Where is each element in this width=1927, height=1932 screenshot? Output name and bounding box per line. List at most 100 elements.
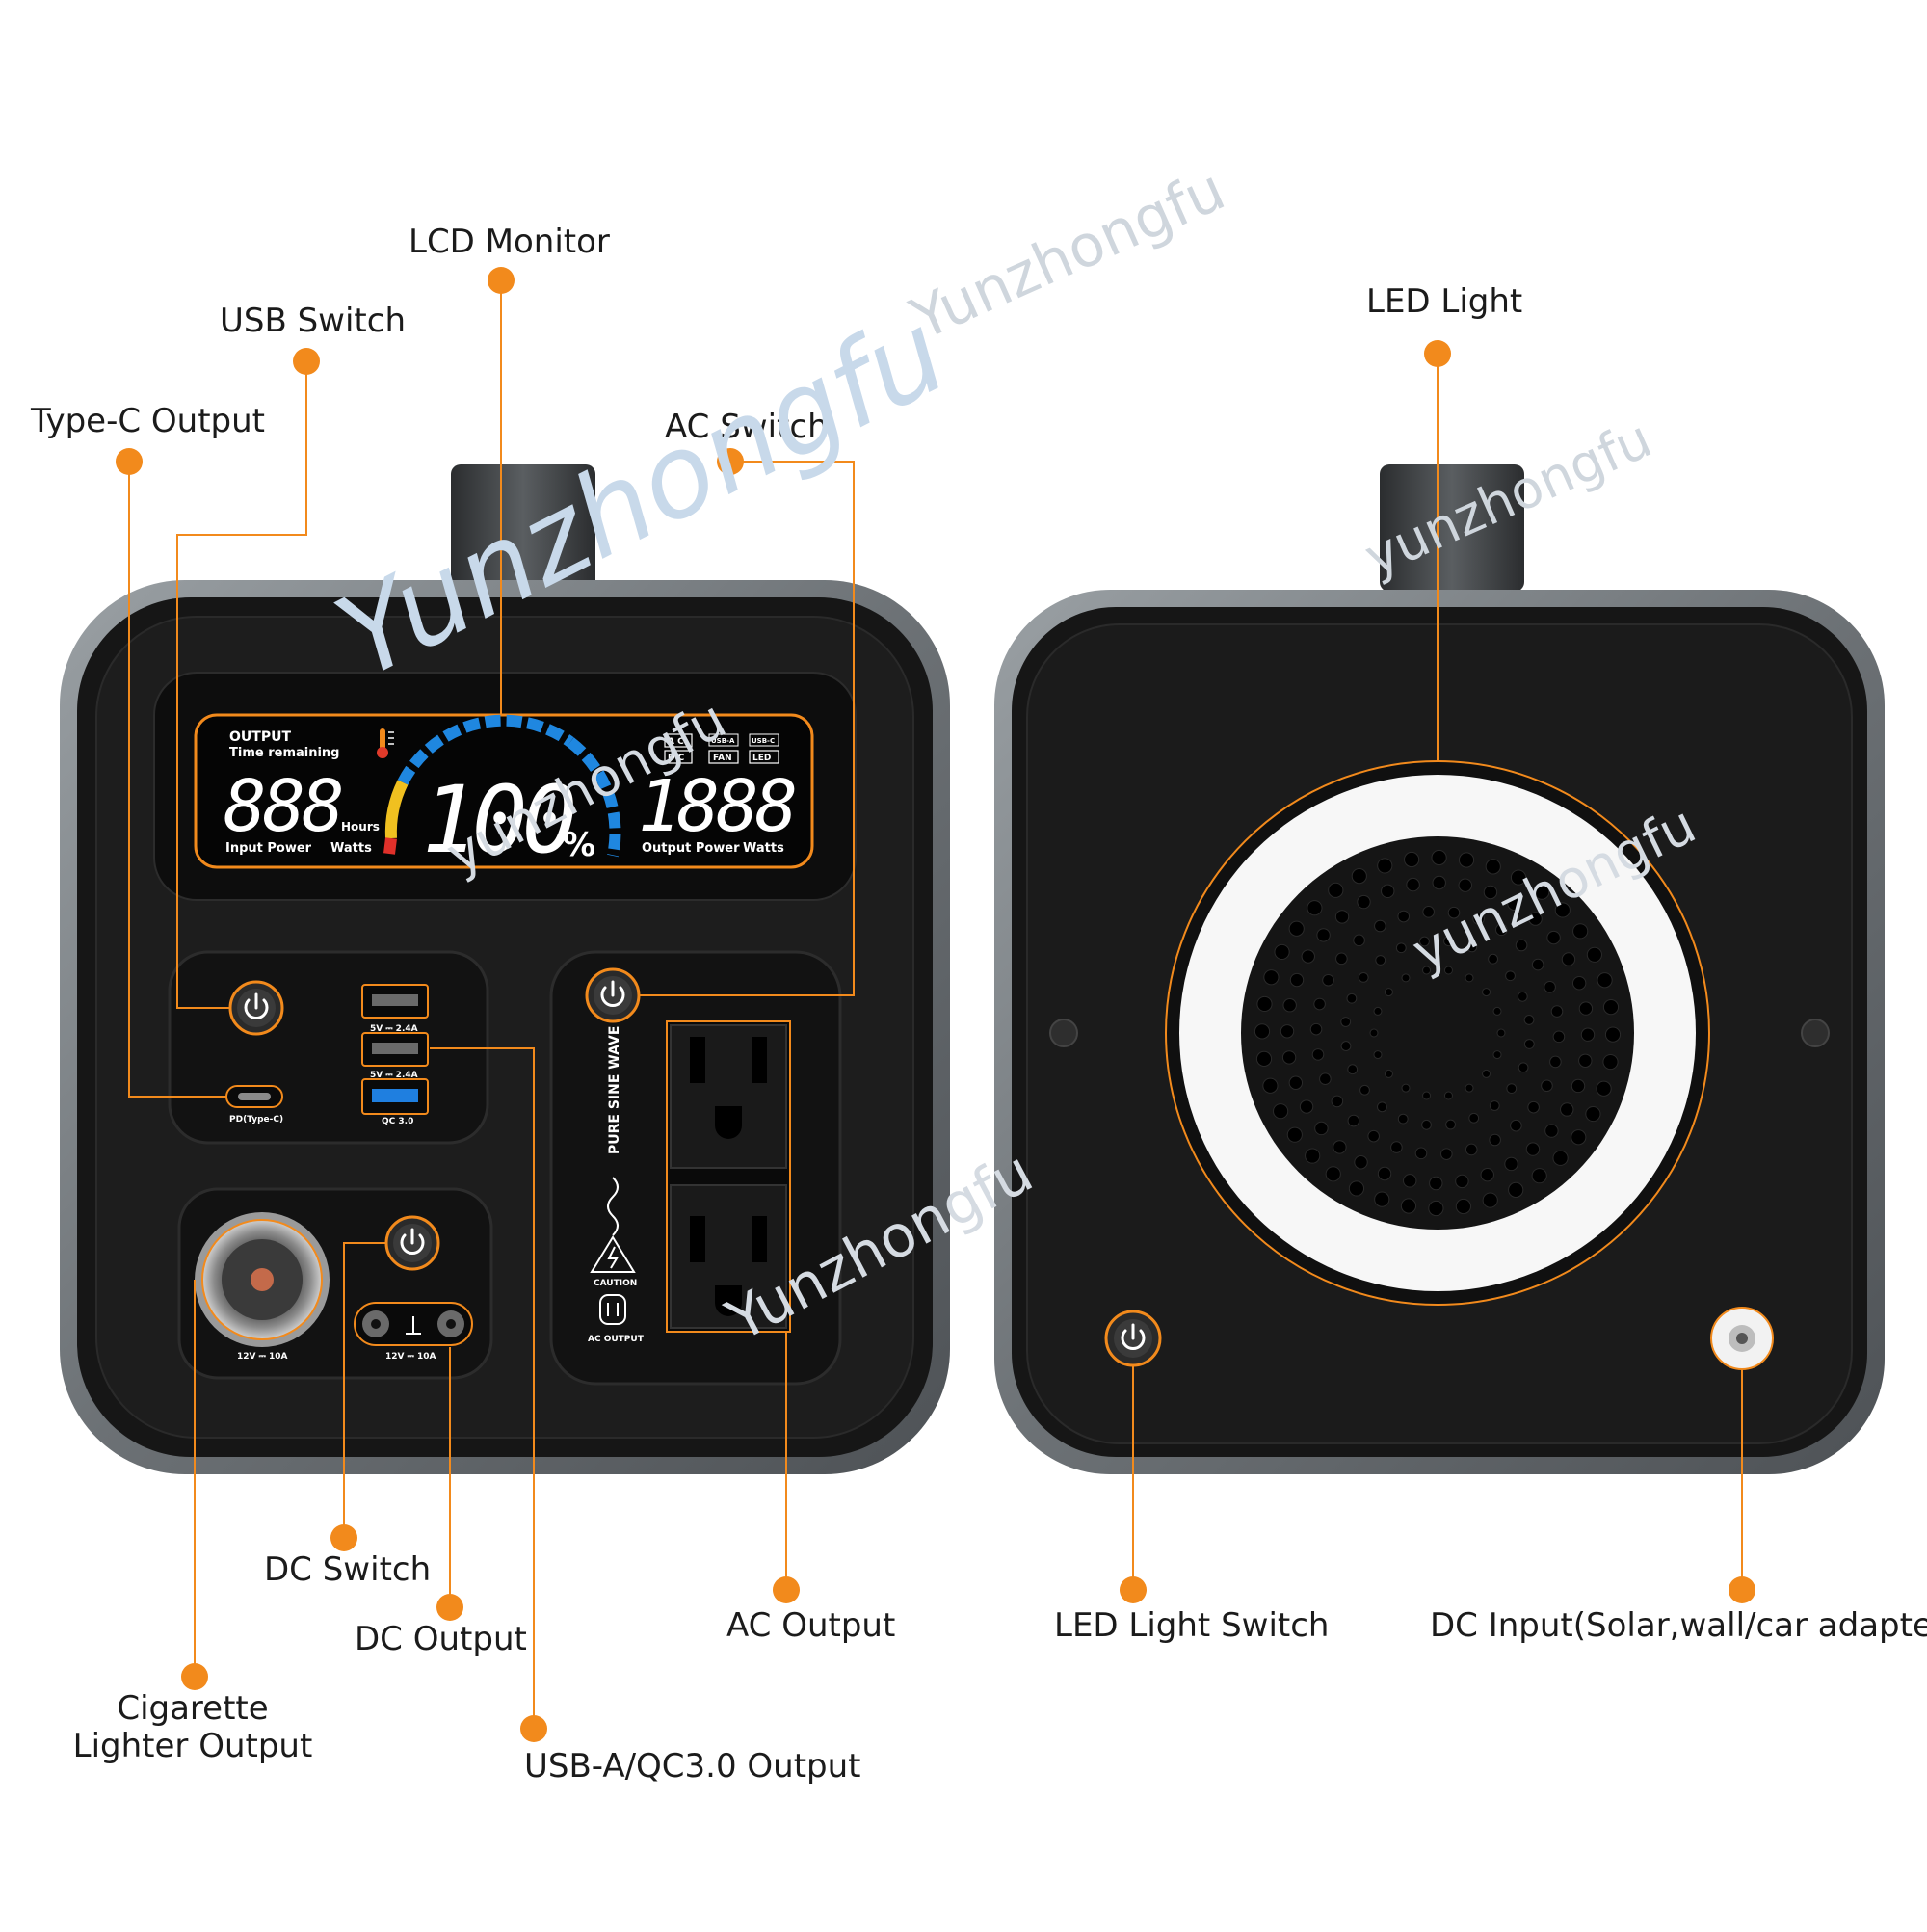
line-dc-switch <box>343 1242 385 1538</box>
vent-hole <box>1544 1124 1559 1138</box>
vent-hole <box>1492 1006 1502 1016</box>
vent-hole <box>1354 1155 1368 1170</box>
qc3-port[interactable] <box>361 1078 429 1115</box>
lcd-right-digits: 1888 <box>638 765 795 848</box>
vent-hole <box>1334 910 1350 924</box>
vent-hole <box>1560 1102 1574 1117</box>
vent-hole <box>1311 1048 1325 1061</box>
lcd-hours-label: Hours <box>341 820 380 834</box>
vent-hole <box>1263 969 1280 986</box>
vent-hole <box>1480 1167 1494 1182</box>
vent-hole <box>1331 1095 1344 1108</box>
vent-hole <box>1504 1156 1518 1172</box>
lcd-output-power-label: Output Power <box>642 841 740 856</box>
dc-switch-button[interactable] <box>384 1215 440 1271</box>
caution-icon <box>590 1235 636 1273</box>
vent-hole <box>1340 1017 1352 1027</box>
lcd-percent-digits: 100 <box>422 766 574 874</box>
vent-hole <box>1483 885 1498 900</box>
vent-hole <box>1447 906 1461 919</box>
vent-hole <box>1255 1050 1273 1067</box>
caution-label: CAUTION <box>594 1279 637 1288</box>
lcd-input-power-label: Input Power <box>225 841 312 856</box>
usb-a-port-1[interactable] <box>361 984 429 1019</box>
vent-hole <box>1518 1062 1529 1073</box>
icon-usba-text: USB-A <box>711 737 735 745</box>
vent-hole <box>1403 1174 1417 1188</box>
vent-hole <box>1531 1168 1547 1184</box>
lcd-percent-sign: % <box>563 826 595 864</box>
vent-hole <box>1348 1180 1365 1197</box>
vent-hole <box>1508 1181 1524 1198</box>
vent-hole <box>1274 943 1290 961</box>
vent-hole <box>1373 1050 1383 1060</box>
line-ac-switch <box>640 461 855 996</box>
handle-left <box>451 464 595 609</box>
callout-dots <box>116 267 1755 1742</box>
ac-output-small-label: AC OUTPUT <box>588 1335 645 1344</box>
vent-hole <box>1429 1176 1443 1191</box>
vent-hole <box>1552 1030 1566 1044</box>
vent-hole <box>1515 939 1528 952</box>
lcd-status-icons: A C D C USB-A FAN USB-C LED <box>664 733 779 764</box>
vent-hole <box>1316 928 1331 942</box>
line-type-c <box>128 462 226 1098</box>
dot-lcd <box>488 267 515 294</box>
vent-hole <box>1505 970 1516 982</box>
usb-c-port[interactable] <box>225 1085 283 1108</box>
lcd-output-label: OUTPUT <box>229 729 291 745</box>
power-icon <box>400 1233 425 1255</box>
vent-hole <box>1531 958 1544 971</box>
vent-hole <box>1335 952 1348 966</box>
lcd-watts-left: Watts <box>330 841 372 856</box>
usb-switch-button[interactable] <box>228 980 284 1036</box>
vent-hole <box>1468 1112 1480 1124</box>
vent-hole <box>1281 1050 1297 1065</box>
vent-hole <box>1458 852 1475 868</box>
vent-hole <box>1527 1100 1540 1114</box>
lcd-battery-gauge <box>383 714 621 858</box>
vent-hole <box>1578 1001 1594 1016</box>
vent-hole <box>1288 1075 1304 1090</box>
icon-fan-text: FAN <box>713 754 732 763</box>
vent-hole <box>1523 1015 1535 1025</box>
vent-hole <box>1369 1028 1379 1038</box>
vent-hole <box>1488 953 1499 965</box>
vent-hole <box>1421 1119 1432 1130</box>
vent-hole <box>1367 1129 1380 1143</box>
vent-hole <box>1256 995 1273 1013</box>
vent-hole <box>1406 877 1420 892</box>
vent-hole <box>1288 920 1305 937</box>
vent-hole <box>1472 913 1485 925</box>
usb2-rating: 5V ⎓ 2.4A <box>370 1071 418 1080</box>
dc-output-ports[interactable] <box>354 1302 473 1346</box>
vent-hole <box>1404 851 1420 868</box>
label-led-light: LED Light <box>1366 282 1523 321</box>
vent-hole <box>1381 884 1395 899</box>
vent-hole <box>1585 1105 1601 1123</box>
lcd-time-remaining: Time remaining <box>229 746 340 760</box>
dc-input-port[interactable] <box>1710 1307 1774 1370</box>
label-cigarette-lighter-output: Cigarette Lighter Output <box>58 1689 328 1765</box>
icon-ac-text: A C <box>668 737 684 747</box>
dc-polarity-icon <box>406 1316 421 1335</box>
vent-hole <box>1465 1143 1478 1156</box>
vent-hole <box>1322 973 1334 987</box>
vent-hole <box>1465 1083 1474 1093</box>
vent-hole <box>1602 1053 1619 1071</box>
vent-hole <box>1384 988 1393 997</box>
vent-hole <box>1534 884 1550 900</box>
label-dc-input: DC Input(Solar,wall/car adapter) <box>1430 1606 1927 1645</box>
ac-switch-button[interactable] <box>585 967 641 1023</box>
vent-hole <box>1602 999 1620 1016</box>
ac-outlet-1[interactable] <box>670 1024 787 1169</box>
cigarette-lighter-socket[interactable] <box>195 1212 330 1347</box>
vent-hole <box>1443 1091 1453 1100</box>
vent-hole <box>1375 955 1386 966</box>
usb-a-port-2[interactable] <box>361 1032 429 1067</box>
vent-hole <box>1307 900 1323 916</box>
vent-hole <box>1319 1072 1332 1086</box>
dot-cigarette <box>181 1663 208 1690</box>
ac-outlet-2[interactable] <box>670 1184 787 1329</box>
led-switch-button[interactable] <box>1104 1310 1162 1367</box>
